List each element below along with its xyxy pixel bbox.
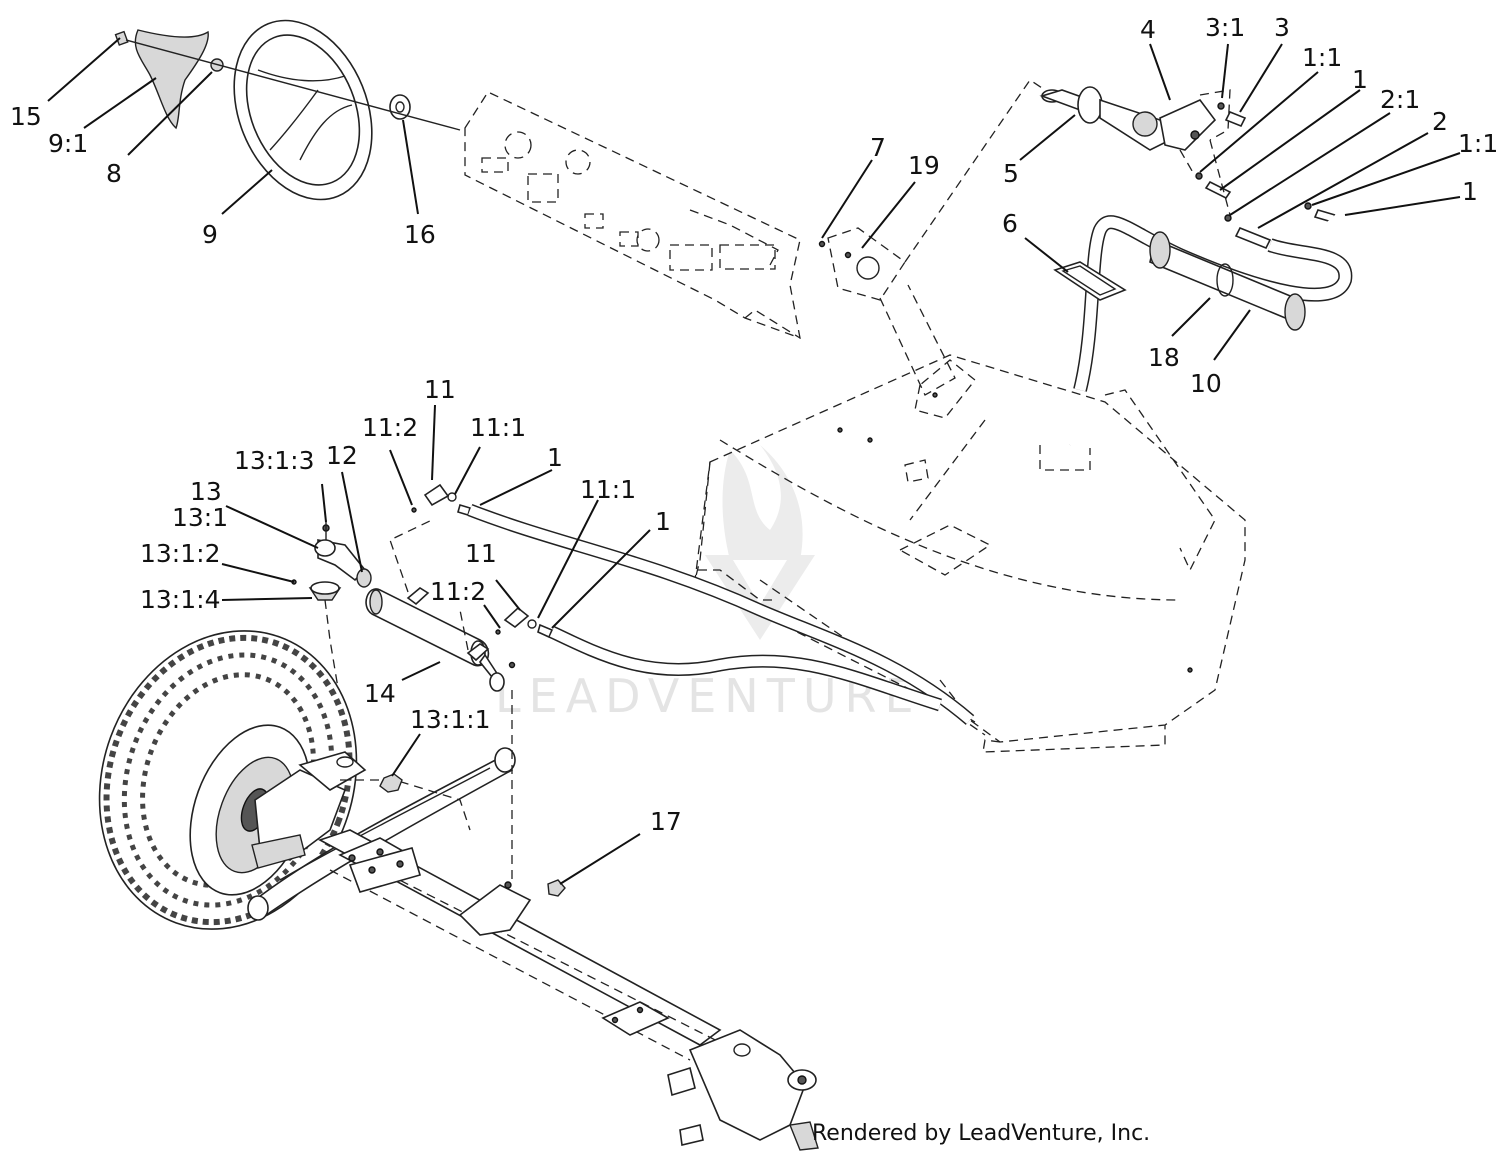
callout-13-1-1: 13:1:1: [410, 705, 490, 734]
callout-1-1-right: 1:1: [1458, 129, 1498, 158]
upper-hoses: [1053, 209, 1370, 447]
front-axle: [247, 690, 819, 1151]
callout-18: 18: [1148, 343, 1180, 372]
callout-2: 2: [1432, 107, 1448, 136]
rendered-by-credit: Rendered by LeadVenture, Inc.: [812, 1121, 1150, 1146]
callout-2-1: 2:1: [1380, 85, 1420, 114]
steering-cylinder: [365, 519, 516, 692]
callout-9-1: 9:1: [48, 129, 88, 158]
callout-19: 19: [908, 151, 940, 180]
callout-1-upper: 1: [1352, 65, 1368, 94]
callout-11-2-lower: 11:2: [430, 577, 486, 606]
callout-5: 5: [1003, 159, 1019, 188]
callout-11-2-upper: 11:2: [362, 413, 418, 442]
callout-labels: 15 9:1 8 9 16 7 19 4 3:1 3 1:1 1 2:1 2 1…: [10, 13, 1498, 836]
callout-14: 14: [364, 679, 396, 708]
callout-1-right: 1: [1462, 177, 1478, 206]
callout-3: 3: [1274, 13, 1290, 42]
callout-13-1-3: 13:1:3: [234, 446, 314, 475]
callout-10: 10: [1190, 369, 1222, 398]
callout-15: 15: [10, 102, 42, 131]
callout-4: 4: [1140, 15, 1156, 44]
callout-17: 17: [650, 807, 682, 836]
callout-11-1-lower: 11:1: [580, 475, 636, 504]
steering-column: [818, 79, 1046, 419]
steering-wheel-assembly: [114, 19, 461, 201]
frame: [694, 354, 1246, 753]
callout-1-hose-upper: 1: [547, 443, 563, 472]
lower-hoses: [411, 483, 975, 725]
callout-1-hose-lower: 1: [655, 507, 671, 536]
dash-panel: [464, 91, 801, 340]
steering-valve: [1039, 86, 1337, 250]
callout-11-1-upper: 11:1: [470, 413, 526, 442]
tie-rod-end: [291, 520, 372, 761]
callout-3-1: 3:1: [1205, 13, 1245, 42]
callout-7: 7: [870, 133, 886, 162]
callout-11-lower: 11: [465, 539, 497, 568]
callout-13: 13: [190, 477, 222, 506]
callout-13-1: 13:1: [172, 503, 228, 532]
callout-13-1-2: 13:1:2: [140, 539, 220, 568]
callout-13-1-4: 13:1:4: [140, 585, 220, 614]
callout-6: 6: [1002, 209, 1018, 238]
callout-9: 9: [202, 220, 218, 249]
callout-12: 12: [326, 441, 358, 470]
callout-11-upper: 11: [424, 375, 456, 404]
leader-lines: [47, 37, 1461, 885]
callout-1-1-upper: 1:1: [1302, 43, 1342, 72]
callout-8: 8: [106, 159, 122, 188]
callout-16: 16: [404, 220, 436, 249]
